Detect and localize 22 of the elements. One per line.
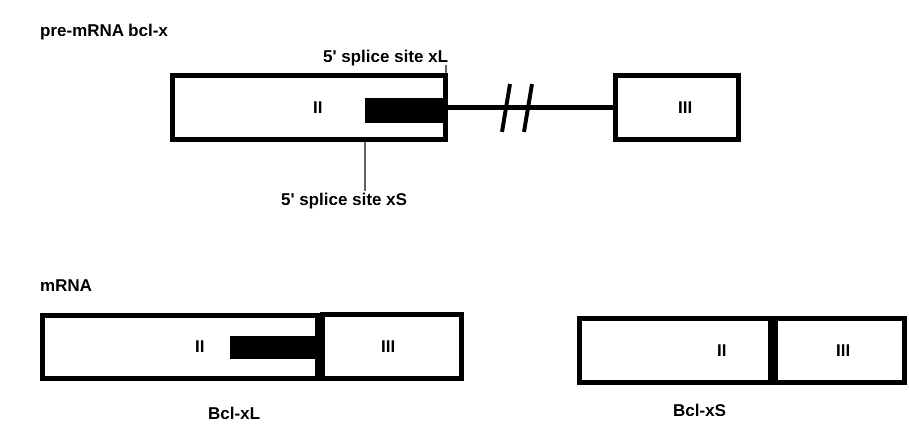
exon-label: III (678, 98, 692, 116)
exon-label: III (836, 342, 850, 358)
exon-box (40, 313, 320, 381)
exon-box (773, 316, 907, 385)
exon-label: II (195, 338, 204, 355)
isoform-label: Bcl-xS (673, 402, 726, 419)
exon-segment (365, 98, 443, 123)
exon-box (170, 73, 448, 142)
section-label: mRNA (40, 277, 92, 294)
exon-label: II (313, 98, 322, 116)
exon-box (577, 316, 773, 385)
isoform-label: Bcl-xL (208, 405, 260, 422)
exon-box (613, 73, 741, 142)
splice-site-label: 5' splice site xL (280, 48, 448, 65)
exon-box (320, 312, 464, 381)
diagram-title: pre-mRNA bcl-x (40, 22, 168, 39)
intron-line (448, 105, 613, 110)
exon-label: III (381, 338, 396, 354)
leader-line (364, 142, 366, 191)
leader-line (445, 65, 447, 73)
exon-label: II (717, 342, 726, 358)
splice-site-label: 5' splice site xS (281, 191, 451, 208)
